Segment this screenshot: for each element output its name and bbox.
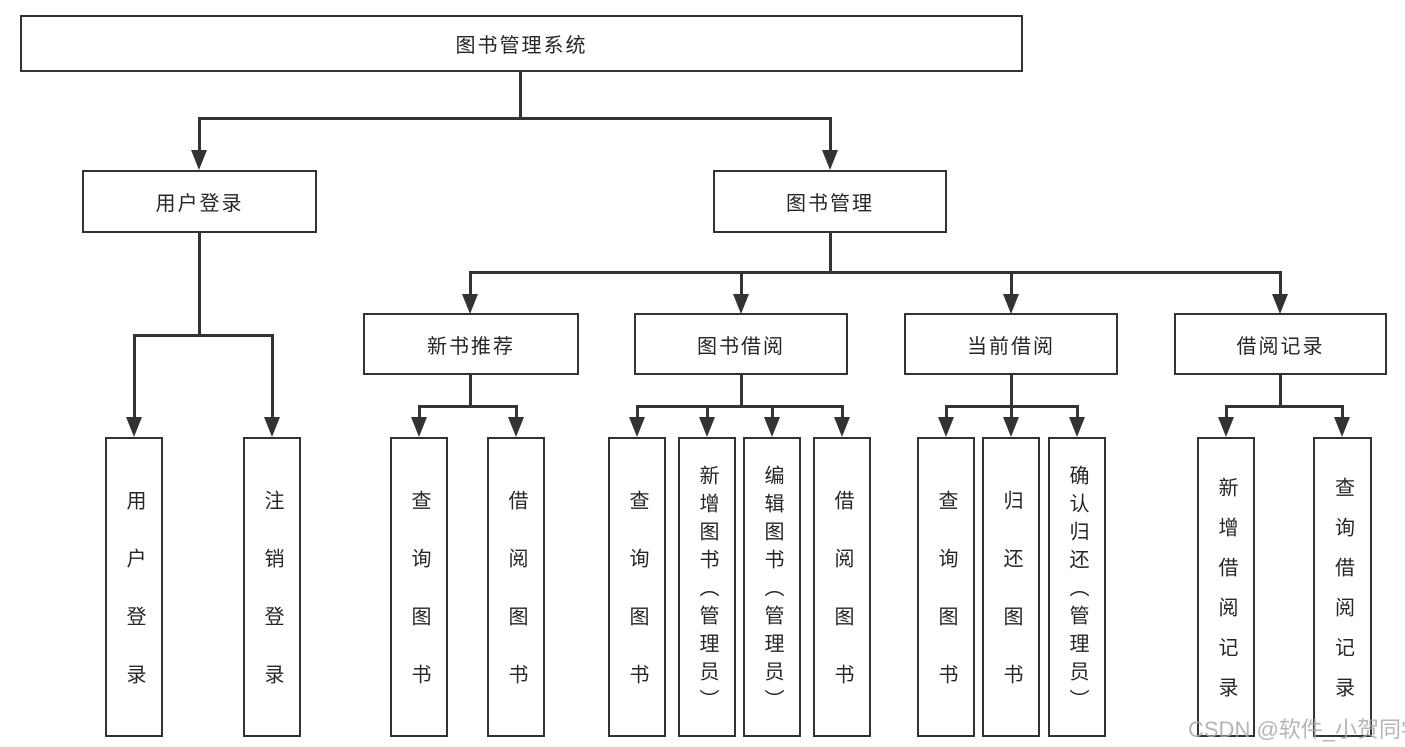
arrowhead-down-icon: [462, 294, 478, 314]
connector-line: [1279, 375, 1282, 407]
connector-line: [771, 405, 774, 419]
node-book-borrow: 图书借阅: [634, 313, 848, 375]
arrowhead-down-icon: [411, 417, 427, 437]
arrowhead-down-icon: [764, 417, 780, 437]
node-label: 图书管理系统: [455, 35, 588, 57]
connector-line: [198, 117, 831, 120]
leaf-label: 新增借阅记录: [1215, 477, 1237, 717]
connector-line: [636, 405, 844, 408]
arrowhead-down-icon: [1334, 417, 1350, 437]
leaf-label: 确认归还（管理员）: [1066, 465, 1088, 717]
arrowhead-down-icon: [733, 294, 749, 314]
leaf-label: 用户登录: [123, 490, 145, 722]
arrowhead-down-icon: [1069, 417, 1085, 437]
leaf-label: 查询图书: [626, 490, 648, 722]
leaf-label: 查询图书: [935, 490, 957, 722]
leaf-label: 编辑图书（管理员）: [761, 465, 783, 717]
connector-line: [1279, 271, 1282, 296]
connector-line: [1225, 405, 1344, 408]
leaf-label: 注销登录: [261, 490, 283, 722]
leaf-add-books-admin: 新增图书（管理员）: [678, 437, 736, 737]
leaf-label: 查询借阅记录: [1331, 477, 1354, 717]
leaf-borrow-books-recommend: 借阅图书: [487, 437, 545, 737]
leaf-return-books: 归还图书: [982, 437, 1040, 737]
arrowhead-down-icon: [699, 417, 715, 437]
connector-line: [829, 117, 832, 153]
arrowhead-down-icon: [629, 417, 645, 437]
leaf-query-borrow-record: 查询借阅记录: [1313, 437, 1372, 737]
connector-line: [740, 271, 743, 296]
leaf-query-books-current: 查询图书: [917, 437, 975, 737]
leaf-label: 归还图书: [1000, 490, 1022, 722]
connector-line: [133, 334, 274, 337]
leaf-label: 新增图书（管理员）: [696, 465, 718, 717]
arrowhead-down-icon: [191, 150, 207, 170]
connector-line: [469, 271, 472, 296]
connector-line: [519, 72, 522, 118]
node-label: 用户登录: [155, 193, 244, 215]
node-label: 图书管理: [786, 193, 874, 215]
node-current-borrow: 当前借阅: [904, 313, 1118, 375]
connector-line: [1010, 375, 1013, 407]
arrowhead-down-icon: [1272, 294, 1288, 314]
leaf-logout: 注销登录: [243, 437, 301, 737]
arrowhead-down-icon: [822, 150, 838, 170]
connector-line: [469, 271, 1282, 274]
connector-line: [418, 405, 421, 419]
leaf-edit-books-admin: 编辑图书（管理员）: [743, 437, 801, 737]
connector-line: [1225, 405, 1228, 419]
arrowhead-down-icon: [1218, 417, 1234, 437]
arrowhead-down-icon: [1003, 417, 1019, 437]
connector-line: [841, 405, 844, 419]
leaf-user-login: 用户登录: [105, 437, 163, 737]
connector-line: [829, 233, 832, 274]
leaf-label: 借阅图书: [831, 490, 853, 722]
leaf-confirm-return-admin: 确认归还（管理员）: [1048, 437, 1106, 737]
node-book-management: 图书管理: [713, 170, 947, 233]
leaf-query-books-borrow: 查询图书: [608, 437, 666, 737]
node-label: 图书借阅: [697, 335, 785, 358]
connector-line: [469, 375, 472, 407]
leaf-borrow-books: 借阅图书: [813, 437, 871, 737]
connector-line: [636, 405, 639, 419]
arrowhead-down-icon: [126, 417, 142, 437]
connector-line: [271, 334, 274, 419]
leaf-add-borrow-record: 新增借阅记录: [1197, 437, 1255, 737]
leaf-label: 查询图书: [408, 490, 430, 722]
node-label: 新书推荐: [427, 335, 515, 358]
connector-line: [198, 233, 201, 337]
connector-line: [515, 405, 518, 419]
arrowhead-down-icon: [938, 417, 954, 437]
arrowhead-down-icon: [264, 417, 280, 437]
connector-line: [1076, 405, 1079, 419]
arrowhead-down-icon: [1003, 294, 1019, 314]
node-library-management-system: 图书管理系统: [20, 15, 1023, 72]
leaf-label: 借阅图书: [505, 490, 527, 722]
csdn-watermark: CSDN @软件_小贺同学: [1188, 717, 1405, 742]
connector-line: [198, 117, 201, 153]
connector-line: [1341, 405, 1344, 419]
connector-line: [418, 405, 518, 408]
node-user-login: 用户登录: [82, 170, 317, 233]
connector-line: [740, 375, 743, 407]
arrowhead-down-icon: [508, 417, 524, 437]
node-label: 当前借阅: [967, 335, 1055, 358]
connector-line: [706, 405, 709, 419]
connector-line: [1010, 271, 1013, 296]
node-borrow-record: 借阅记录: [1174, 313, 1387, 375]
arrowhead-down-icon: [834, 417, 850, 437]
connector-line: [945, 405, 948, 419]
connector-line: [1010, 405, 1013, 419]
node-label: 借阅记录: [1236, 335, 1325, 358]
node-new-book-recommend: 新书推荐: [363, 313, 579, 375]
connector-line: [133, 334, 136, 419]
leaf-query-books-recommend: 查询图书: [390, 437, 448, 737]
